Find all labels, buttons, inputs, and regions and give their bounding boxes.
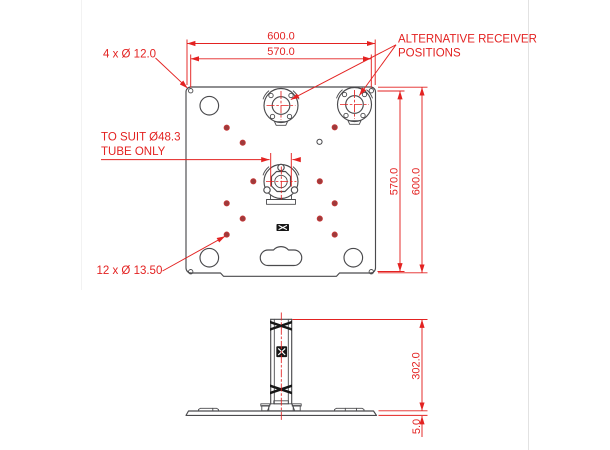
large-hole (199, 95, 220, 116)
callout-corner-holes: 4 x Ø 12.0 (103, 49, 188, 89)
callout-plate-holes: 12 x Ø 13.50 (97, 235, 226, 277)
dim-hole-span-height: 570.0 (377, 90, 405, 272)
large-hole (343, 247, 364, 268)
plate-holes-label: 12 x Ø 13.50 (97, 265, 163, 277)
side-view: 302.0 5.0 (185, 312, 428, 437)
alt-receiver-label-line1: ALTERNATIVE RECEIVER (398, 34, 537, 46)
side-bolt-top (270, 320, 292, 331)
corner-hole (368, 88, 374, 94)
dim-plate-height-label: 600.0 (411, 168, 423, 196)
side-base-flange (260, 400, 302, 412)
plan-view: 600.0 570.0 570.0 600.0 4 x Ø 12.0 (97, 31, 537, 278)
dim-tube-height-label: 302.0 (411, 352, 423, 380)
tube-hex-socket (270, 170, 292, 193)
dim-hole-span-height-label: 570.0 (389, 168, 401, 196)
side-tube (270, 318, 293, 405)
handle-slot (259, 246, 303, 267)
corner-holes-label: 4 x Ø 12.0 (103, 49, 156, 61)
tube-suit-label-line2: TUBE ONLY (101, 146, 166, 158)
brand-label (276, 224, 289, 231)
plate-outline (185, 86, 377, 277)
corner-hole (188, 269, 194, 275)
side-tab-left (198, 407, 219, 412)
dim-plate-thickness-label: 5.0 (411, 419, 423, 434)
callout-tube-suit: TO SUIT Ø48.3 TUBE ONLY (101, 132, 301, 187)
dim-plate-thickness: 5.0 (378, 410, 428, 437)
dim-tube-height: 302.0 (292, 319, 428, 411)
dim-plate-width-label: 600.0 (267, 31, 295, 43)
alt-receiver-label-line2: POSITIONS (398, 48, 461, 60)
tube-suit-label-line1: TO SUIT Ø48.3 (101, 132, 180, 144)
dim-hole-span-width: 570.0 (190, 46, 372, 88)
dim-plate-width: 600.0 (186, 31, 376, 85)
corner-hole (188, 88, 194, 94)
callout-alt-receiver: ALTERNATIVE RECEIVER POSITIONS (290, 34, 537, 101)
dim-hole-span-width-label: 570.0 (267, 46, 295, 58)
mounting-holes (223, 124, 338, 238)
mounting-hole-open (316, 138, 323, 145)
large-hole (199, 247, 220, 268)
dim-plate-height: 600.0 (378, 86, 428, 274)
corner-hole (368, 269, 374, 275)
side-tab-right (334, 407, 365, 412)
